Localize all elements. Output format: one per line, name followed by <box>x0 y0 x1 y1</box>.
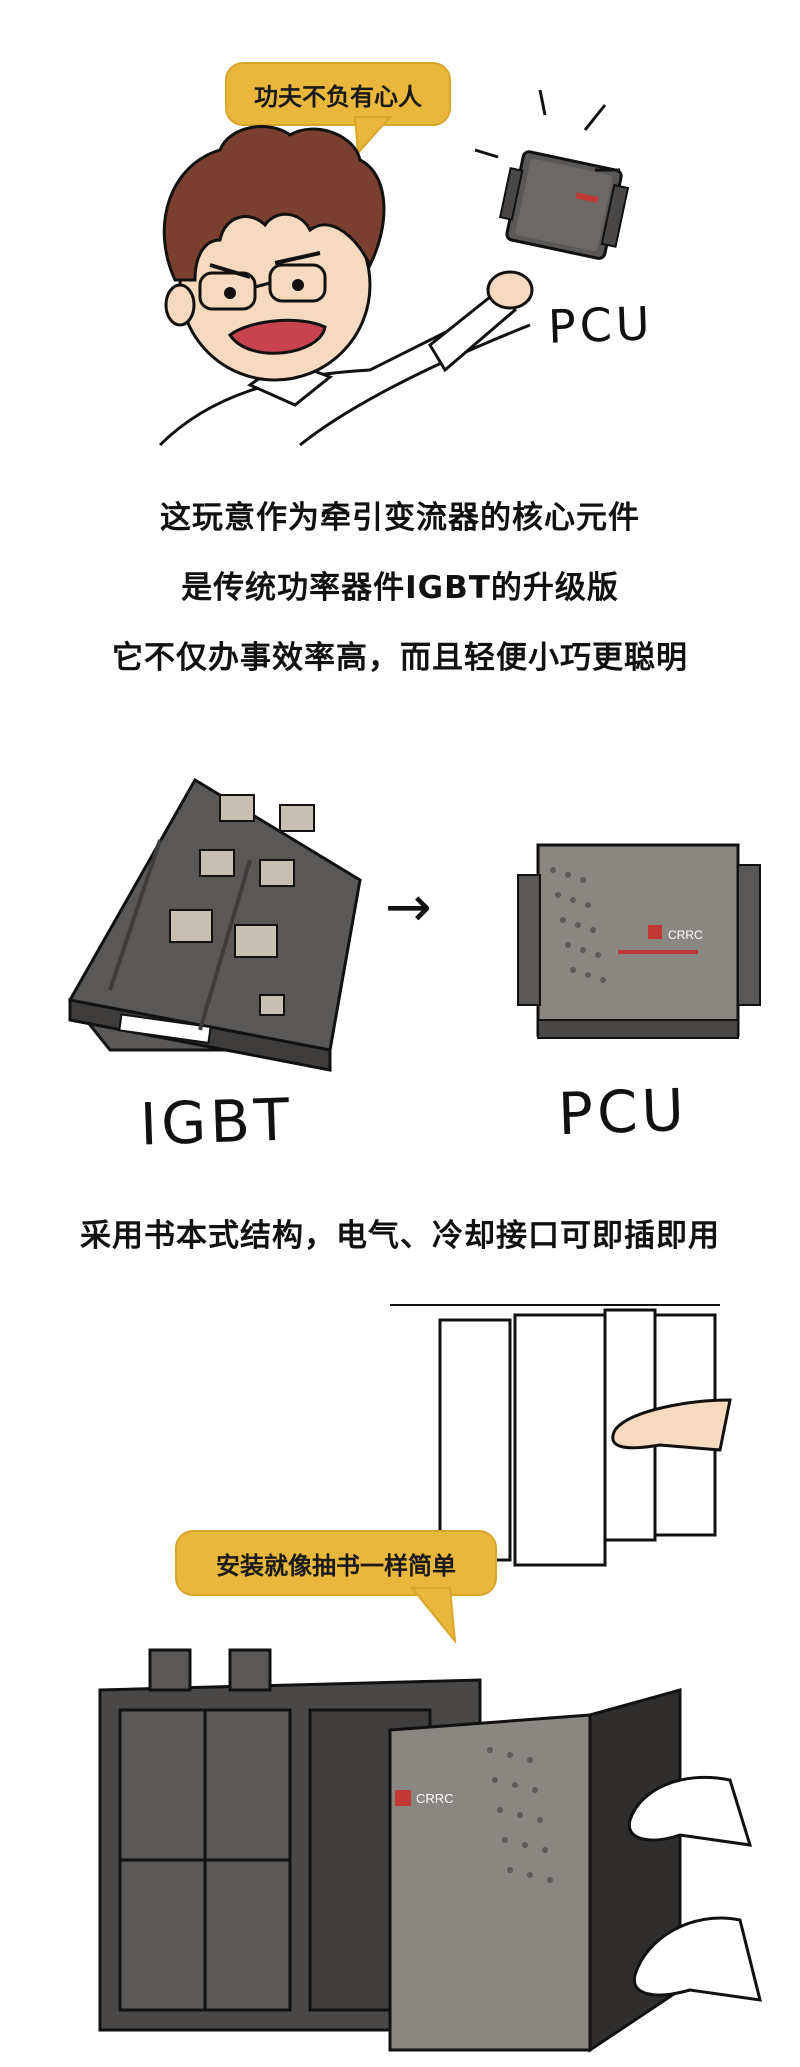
pcu-label-2: PCU <box>556 1075 690 1149</box>
caption-line-3: 它不仅办事效率高，而且轻便小巧更聪明 <box>112 640 688 676</box>
speech-bubble-2: 安装就像抽书一样简单 <box>175 1530 497 1596</box>
character-illustration <box>158 125 534 447</box>
pcu-label-1: PCU <box>547 296 655 354</box>
caption-line-4: 采用书本式结构，电气、冷却接口可即插即用 <box>80 1218 720 1254</box>
panel-2: → CRRC IGBT PCU <box>0 730 800 1190</box>
panel-1: 功夫不负有心人 <box>0 0 800 470</box>
chassis-illustration: CRRC <box>98 1648 762 2053</box>
crrc-logo-text-2: CRRC <box>416 1791 454 1806</box>
speech-text-1: 功夫不负有心人 <box>254 82 422 111</box>
speech-text-2: 安装就像抽书一样简单 <box>216 1551 456 1580</box>
books-illustration <box>390 1304 732 1567</box>
pcu-device-held <box>498 150 630 260</box>
caption-line-1: 这玩意作为牵引变流器的核心元件 <box>160 500 640 536</box>
speech-bubble-1: 功夫不负有心人 <box>225 62 451 126</box>
panel-3: 安装就像抽书一样简单 CRRC <box>0 1290 800 2067</box>
pcu-module-illustration: CRRC <box>517 843 761 1039</box>
arrow-icon: → <box>385 875 432 940</box>
crrc-logo-text-1: CRRC <box>668 928 703 942</box>
caption-line-2: 是传统功率器件IGBT的升级版 <box>181 570 619 606</box>
motion-lines <box>474 89 620 172</box>
speech-bubble-tail-2 <box>409 1587 457 1645</box>
igbt-label: IGBT <box>138 1085 295 1159</box>
speech-bubble-tail-1 <box>353 116 393 156</box>
igbt-module-illustration <box>68 777 362 1072</box>
